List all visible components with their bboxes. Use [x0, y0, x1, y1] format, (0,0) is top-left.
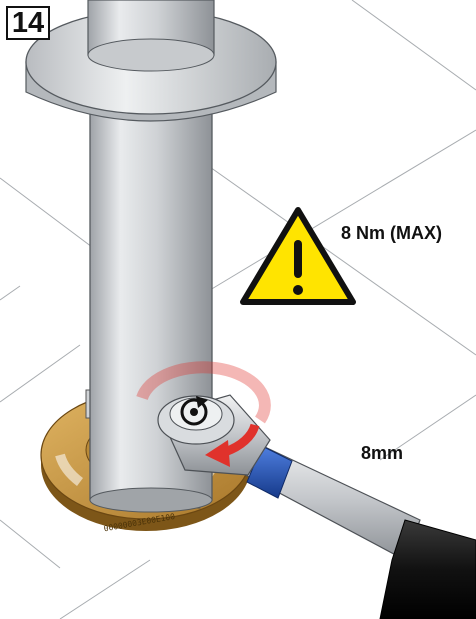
top-flange	[25, 0, 277, 122]
ratchet-direction-icon	[180, 396, 208, 426]
rotation-arrow-icon	[136, 361, 271, 467]
socket-size-label: 8mm	[361, 443, 404, 463]
step-number: 14	[6, 6, 50, 40]
torque-wrench	[239, 439, 476, 619]
torque-limit-label: 8 Nm (MAX)	[341, 223, 443, 243]
base-plate-engraving: 00000003E00E100	[103, 512, 176, 533]
warning-triangle-icon	[240, 207, 356, 305]
vertical-pipe	[89, 99, 213, 513]
